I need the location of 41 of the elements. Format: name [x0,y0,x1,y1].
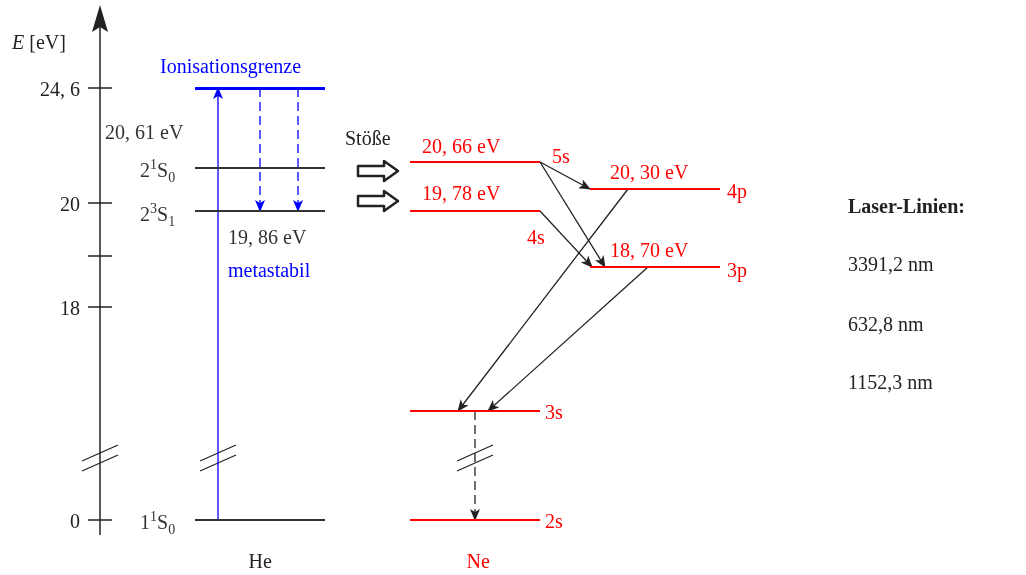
level-label: 19, 78 eV [422,181,501,205]
arrow [457,188,629,412]
level-label: 4p [727,179,747,203]
level-label: Ionisationsgrenze [160,54,302,78]
arrow [487,266,649,412]
level-label: 20, 61 eV [105,120,184,144]
level-label: 5s [552,144,570,168]
text-label: 3391,2 nm [848,252,934,276]
element-label: Ne [466,549,490,573]
level-label: 20, 66 eV [422,134,501,158]
level-label: 1$^{1}$S$_{0}$ [140,510,176,534]
text-label: E [eV] [12,30,66,54]
arrow [255,87,265,212]
level-label: 2$^{3}$S$_{1}$ [140,202,176,226]
tick-label: 24, 6 [40,77,80,101]
tick-label: 18 [60,296,80,320]
energy-level [140,510,325,534]
tick-label: 20 [60,192,80,216]
level-label: 2$^{1}$S$_{0}$ [140,158,176,182]
arrow [539,161,606,268]
text-label: Stöße [345,126,391,150]
arrow [213,87,223,521]
block-arrow [356,189,400,213]
level-label: 3p [727,258,747,282]
level-label: 20, 30 eV [610,160,689,184]
state-note: metastabil [228,258,311,282]
text-label: 1152,3 nm [848,370,933,394]
arrow [539,161,591,190]
level-label: 18, 70 eV [610,238,689,262]
arrow [293,87,303,212]
text-label: Laser-Linien: [848,194,966,218]
level-label: 4s [527,225,545,249]
level-label: 19, 86 eV [228,225,307,249]
text-label: 632,8 nm [848,312,924,336]
block-arrow [356,159,400,183]
level-label: 3s [545,400,563,424]
arrow [539,210,593,268]
arrow [470,410,480,521]
level-label: 2s [545,509,563,533]
tick-label: 0 [70,509,80,533]
element-label: He [248,549,272,573]
